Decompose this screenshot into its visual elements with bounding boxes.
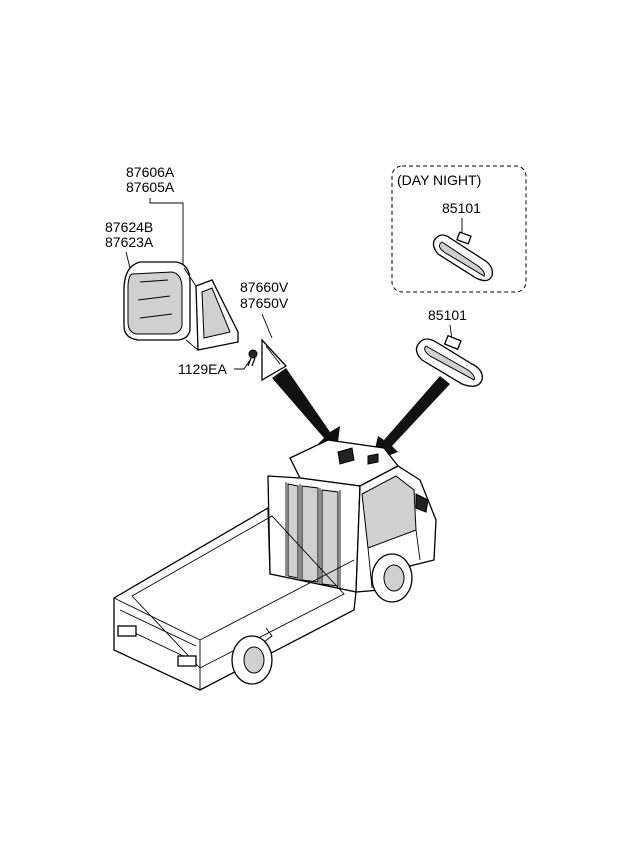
cab-door-lines <box>367 529 421 589</box>
label-87623A: 87623A <box>105 234 154 250</box>
label-85101: 85101 <box>428 307 467 323</box>
label-85101-daynight: 85101 <box>442 200 481 216</box>
label-87605A: 87605A <box>126 179 175 195</box>
label-87606A: 87606A <box>126 164 175 180</box>
side-mirror-mark <box>415 493 429 513</box>
leader-garnish <box>261 313 273 339</box>
garnish-triangle <box>261 338 288 382</box>
cab-back-frame <box>285 482 341 588</box>
option-box-frame <box>391 165 527 293</box>
label-87624B: 87624B <box>105 219 153 235</box>
mirror-glass <box>127 271 183 335</box>
roof-mirror-mark <box>337 447 355 465</box>
mirror-glass-highlights <box>137 279 173 319</box>
label-87650V: 87650V <box>240 295 289 311</box>
rear-wheel-hub <box>243 646 265 674</box>
inside-mirror-group: 85101 <box>415 307 483 387</box>
label-87660V: 87660V <box>240 279 289 295</box>
arrow-to-cab-right <box>372 376 450 462</box>
option-box-title: (DAY NIGHT) <box>397 172 481 188</box>
label-1129EA: 1129EA <box>178 361 227 377</box>
roof-mirror-mark-2 <box>367 453 379 465</box>
arrow-to-cab-left <box>272 368 340 458</box>
cargo-bed-outline <box>113 506 357 691</box>
inside-mirror <box>415 334 483 387</box>
screw-icon <box>247 349 258 367</box>
cab-back-windows <box>287 483 339 587</box>
cargo-bed-floor <box>131 515 345 669</box>
leader-mirror-glass <box>125 251 131 269</box>
tail-light-right <box>177 655 197 667</box>
leader-outer-mirror <box>149 198 184 268</box>
front-wheel-hub <box>383 564 405 592</box>
outside-mirror-group: 87606A 87605A 87624B 87623A 1129EA <box>105 164 258 377</box>
cargo-bed-edges <box>113 559 355 690</box>
leader-screw <box>234 359 251 370</box>
step-mark <box>263 627 273 643</box>
mirror-base-inner <box>201 287 231 339</box>
inside-mirror-daynight <box>432 231 493 282</box>
day-night-option-box: (DAY NIGHT) 85101 <box>391 165 527 293</box>
garnish-edge <box>265 345 281 365</box>
mirror-arm <box>183 267 199 351</box>
cab-door-window <box>361 475 417 549</box>
truck-illustration <box>113 439 437 691</box>
garnish-group: 87660V 87650V <box>240 279 289 382</box>
tail-light-left <box>117 625 137 637</box>
